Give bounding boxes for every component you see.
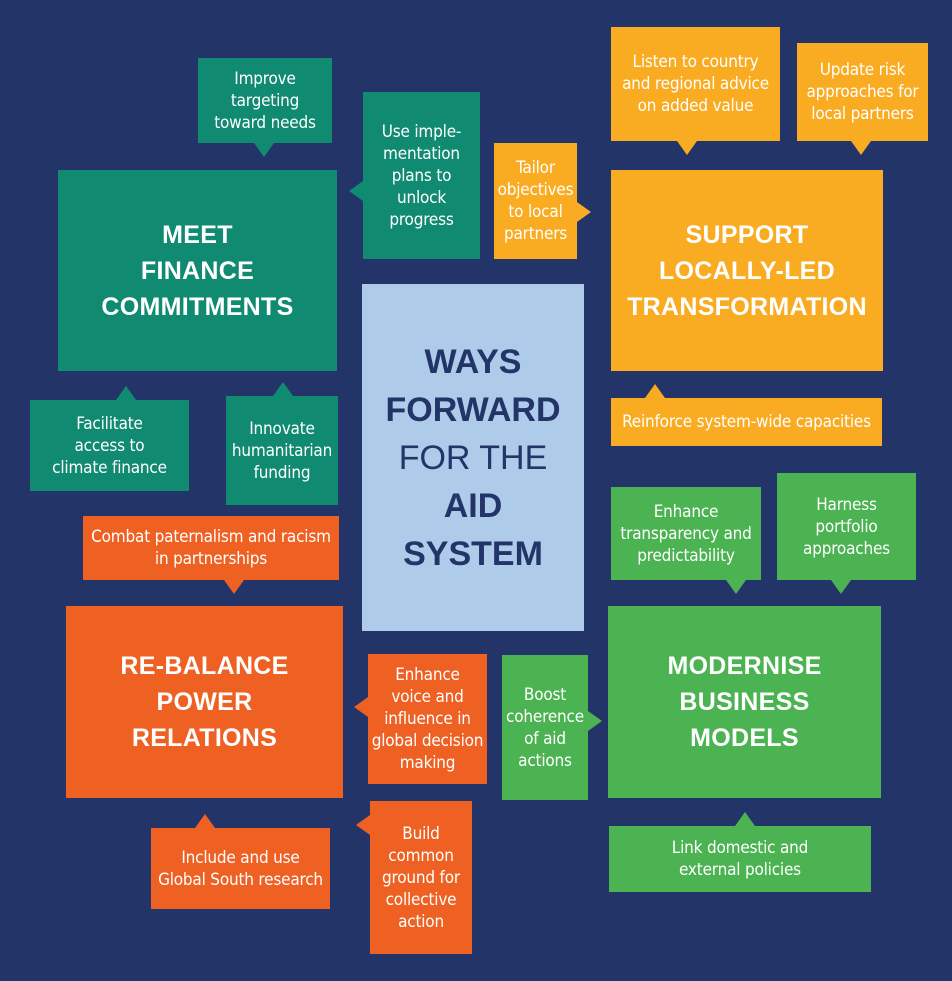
power-voice-text: Enhance voice and influence in global de… xyxy=(371,665,484,773)
power-main-box: RE-BALANCE POWER RELATIONS xyxy=(66,606,343,798)
finance-humanitarian-box: Innovate humanitarian funding xyxy=(226,396,338,505)
business-main-box: MODERNISE BUSINESS MODELS xyxy=(608,606,881,798)
business-transparency-text: Enhance transparency and predictability xyxy=(620,501,752,566)
finance-targeting-box: Improve targeting toward needs xyxy=(198,58,332,143)
business-portfolio-box: Harness portfolio approaches xyxy=(777,473,916,580)
business-portfolio-pointer xyxy=(831,580,851,594)
local-tailor-box: Tailor objectives to local partners xyxy=(494,143,577,259)
power-ground-pointer xyxy=(356,815,370,835)
business-policies-pointer xyxy=(735,812,755,826)
business-transparency-box: Enhance transparency and predictability xyxy=(611,487,761,580)
power-ground-box: Build common ground for collective actio… xyxy=(370,801,472,954)
business-title: MODERNISE BUSINESS MODELS xyxy=(667,652,822,752)
local-capacities-pointer xyxy=(645,384,665,398)
local-tailor-text: Tailor objectives to local partners xyxy=(497,158,574,244)
business-coherence-text: Boost coherence of aid actions xyxy=(506,684,584,771)
center-line-5: SYSTEM xyxy=(403,534,543,573)
finance-targeting-pointer xyxy=(254,143,274,157)
center-box: WAYS FORWARD FOR THE AID SYSTEM xyxy=(362,284,584,631)
local-risk-box: Update risk approaches for local partner… xyxy=(797,43,928,141)
power-title: RE-BALANCE POWER RELATIONS xyxy=(120,652,289,752)
local-tailor-pointer xyxy=(577,202,591,222)
finance-climate-box: Facilitate access to climate finance xyxy=(30,400,189,491)
center-line-2: FORWARD xyxy=(385,390,561,429)
center-line-4: AID xyxy=(443,486,503,525)
business-coherence-box: Boost coherence of aid actions xyxy=(502,655,588,800)
business-coherence-pointer xyxy=(588,711,602,731)
power-paternalism-box: Combat paternalism and racism in partner… xyxy=(83,516,339,580)
finance-climate-text: Facilitate access to climate finance xyxy=(52,413,167,478)
business-transparency-pointer xyxy=(726,580,746,594)
finance-title: MEET FINANCE COMMITMENTS xyxy=(101,220,294,321)
local-advice-pointer xyxy=(677,141,697,155)
power-voice-box: Enhance voice and influence in global de… xyxy=(368,654,487,784)
center-line-1: WAYS xyxy=(424,342,522,381)
local-main-box: SUPPORT LOCALLY-LED TRANSFORMATION xyxy=(611,170,883,371)
business-policies-text: Link domestic and external policies xyxy=(671,838,809,880)
finance-targeting-text: Improve targeting toward needs xyxy=(214,68,316,133)
finance-humanitarian-text: Innovate humanitarian funding xyxy=(231,418,333,483)
local-risk-pointer xyxy=(851,141,871,155)
local-risk-text: Update risk approaches for local partner… xyxy=(806,60,919,124)
local-advice-text: Listen to country and regional advice on… xyxy=(622,52,769,116)
finance-implementation-text: Use imple- mentation plans to unlock pro… xyxy=(381,121,462,230)
power-paternalism-text: Combat paternalism and racism in partner… xyxy=(91,527,331,569)
finance-implementation-pointer xyxy=(349,181,363,201)
power-paternalism-pointer xyxy=(224,580,244,594)
local-capacities-box: Reinforce system-wide capacities xyxy=(611,398,882,446)
power-ground-text: Build common ground for collective actio… xyxy=(382,823,460,932)
local-capacities-text: Reinforce system-wide capacities xyxy=(622,412,871,432)
finance-humanitarian-pointer xyxy=(273,382,293,396)
power-research-box: Include and use Global South research xyxy=(151,828,330,909)
business-policies-box: Link domestic and external policies xyxy=(609,826,871,892)
local-title: SUPPORT LOCALLY-LED TRANSFORMATION xyxy=(627,220,867,321)
power-research-pointer xyxy=(195,814,215,828)
finance-climate-pointer xyxy=(116,386,136,400)
finance-implementation-box: Use imple- mentation plans to unlock pro… xyxy=(363,92,480,259)
power-voice-pointer xyxy=(354,697,368,717)
business-portfolio-text: Harness portfolio approaches xyxy=(803,494,890,559)
power-research-text: Include and use Global South research xyxy=(158,847,323,890)
finance-main-box: MEET FINANCE COMMITMENTS xyxy=(58,170,337,371)
center-line-3: FOR THE xyxy=(398,438,548,477)
local-advice-box: Listen to country and regional advice on… xyxy=(611,27,780,141)
